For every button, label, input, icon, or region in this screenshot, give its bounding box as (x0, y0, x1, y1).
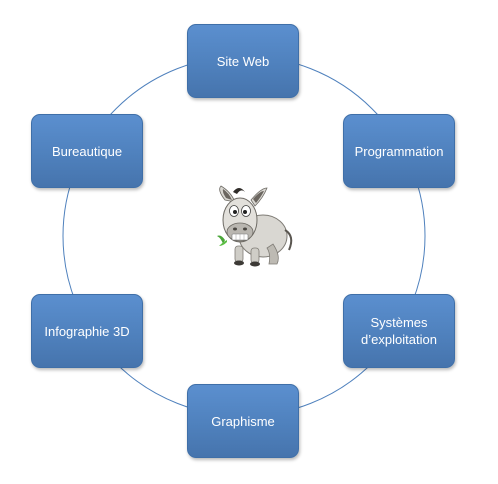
node-bureautique: Bureautique (31, 114, 143, 188)
node-label: Programmation (354, 143, 444, 159)
node-label: Site Web (216, 53, 270, 69)
node-label: Graphisme (211, 413, 275, 429)
donkey-mascot-icon (217, 185, 293, 267)
node-systemes-exploitation: Systèmes d’exploitation (343, 294, 455, 368)
node-site-web: Site Web (187, 24, 299, 98)
node-label: Bureautique (51, 143, 123, 159)
node-programmation: Programmation (343, 114, 455, 188)
node-graphisme: Graphisme (187, 384, 299, 458)
node-label: Infographie 3D (44, 323, 130, 339)
node-label: Systèmes d’exploitation (361, 315, 437, 347)
node-infographie-3d: Infographie 3D (31, 294, 143, 368)
